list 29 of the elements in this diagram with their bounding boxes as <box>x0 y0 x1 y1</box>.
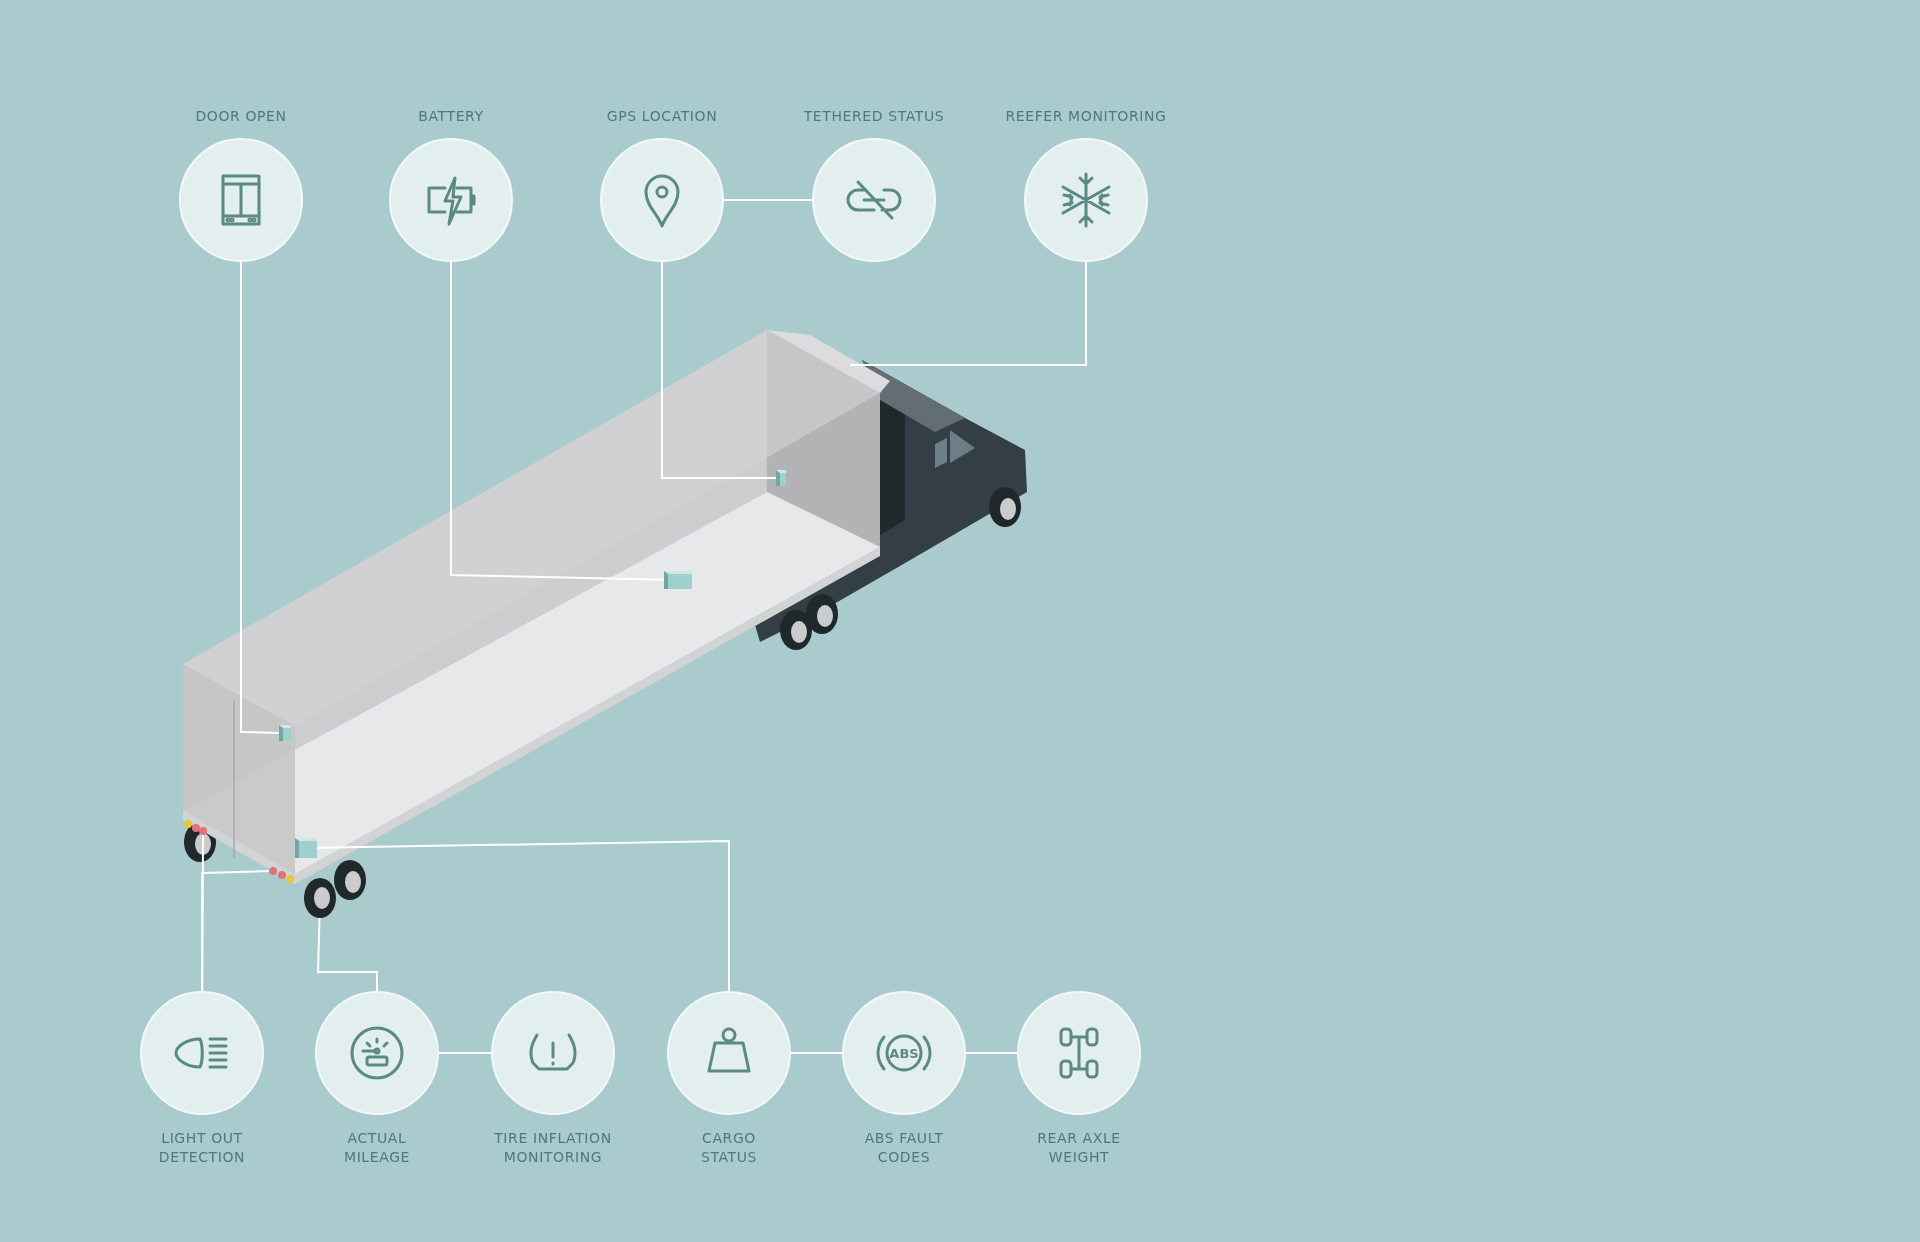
feature-label: GPS LOCATION <box>605 107 719 126</box>
feature-label: REAR AXLE WEIGHT <box>1036 1129 1122 1167</box>
sensor-box <box>295 838 317 858</box>
feature-label: ACTUAL MILEAGE <box>342 1129 412 1167</box>
feature-label: REEFER MONITORING <box>1004 107 1168 126</box>
sensor-box <box>776 470 786 486</box>
connector-line <box>790 1052 843 1054</box>
connector-line <box>723 199 813 201</box>
leader-line <box>849 261 1087 366</box>
feature-label: TIRE INFLATION MONITORING <box>493 1129 613 1167</box>
connector-line <box>965 1052 1018 1054</box>
sensor-box <box>279 725 291 741</box>
wheel <box>304 878 336 918</box>
leader-line <box>201 870 270 992</box>
feature-label: LIGHT OUT DETECTION <box>157 1129 247 1167</box>
leader-line <box>316 840 730 992</box>
leader-line <box>661 261 777 479</box>
leader-line <box>240 261 280 734</box>
feature-label: ABS FAULT CODES <box>863 1129 945 1167</box>
feature-label: TETHERED STATUS <box>802 107 946 126</box>
feature-label: DOOR OPEN <box>194 107 288 126</box>
leader-line <box>316 917 378 992</box>
sensor-box <box>664 571 692 589</box>
tail-light <box>199 827 207 835</box>
leader-line <box>450 261 665 581</box>
tail-light <box>269 867 277 875</box>
feature-label: CARGO STATUS <box>699 1129 759 1167</box>
connector-line <box>438 1052 492 1054</box>
feature-label: BATTERY <box>417 107 485 126</box>
